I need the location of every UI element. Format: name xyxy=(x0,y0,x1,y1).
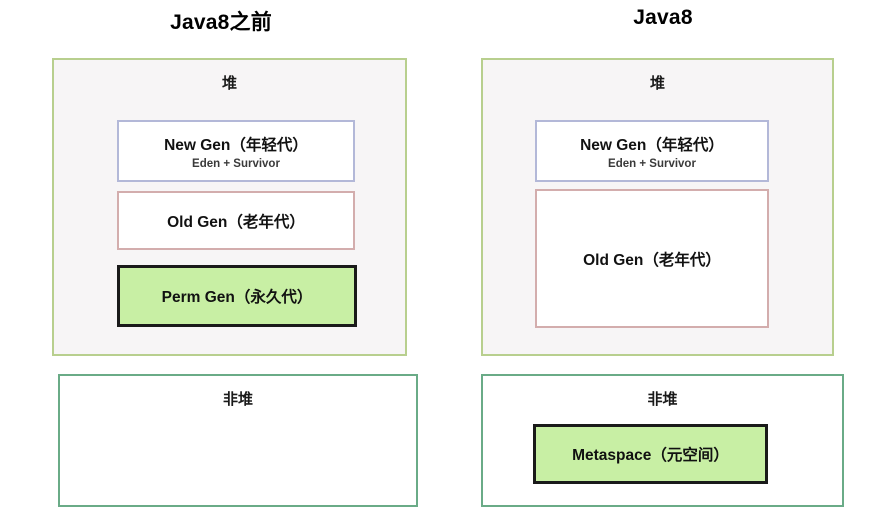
heap-label: 堆 xyxy=(649,75,665,92)
perm-gen-title: Perm Gen（永久代） xyxy=(161,289,313,306)
new-gen-title: New Gen（年轻代） xyxy=(164,136,308,154)
nonheap-label: 非堆 xyxy=(647,391,678,408)
metaspace-title: Metaspace（元空间） xyxy=(572,447,729,464)
old-gen-title: Old Gen（老年代） xyxy=(583,251,721,269)
panel-before-java8: Java8之前 堆 New Gen（年轻代） Eden + Survivor O… xyxy=(52,11,418,507)
new-gen-subtitle: Eden + Survivor xyxy=(608,157,696,170)
new-gen-box-java8: New Gen（年轻代） Eden + Survivor xyxy=(535,120,769,182)
heap-label: 堆 xyxy=(221,75,237,92)
new-gen-box-before-java8: New Gen（年轻代） Eden + Survivor xyxy=(117,120,355,182)
metaspace-box-java8: Metaspace（元空间） xyxy=(533,424,768,484)
new-gen-subtitle: Eden + Survivor xyxy=(192,157,280,170)
panel-java8: Java8 堆 New Gen（年轻代） Eden + Survivor Old… xyxy=(442,0,884,521)
old-gen-box-before-java8: Old Gen（老年代） xyxy=(117,191,355,250)
heap-container-before-java8: 堆 New Gen（年轻代） Eden + Survivor Old Gen（老… xyxy=(52,58,407,356)
panel-title-java8: Java8 xyxy=(633,6,693,29)
panel-title-before-java8: Java8之前 xyxy=(170,11,272,34)
heap-container-java8: 堆 New Gen（年轻代） Eden + Survivor Old Gen（老… xyxy=(481,58,834,356)
nonheap-container-java8: 非堆 Metaspace（元空间） xyxy=(481,374,844,507)
perm-gen-box-before-java8: Perm Gen（永久代） xyxy=(117,265,357,327)
old-gen-title: Old Gen（老年代） xyxy=(167,213,305,231)
new-gen-title: New Gen（年轻代） xyxy=(580,136,724,154)
nonheap-container-before-java8: 非堆 xyxy=(58,374,418,507)
nonheap-label: 非堆 xyxy=(222,391,253,408)
old-gen-box-java8: Old Gen（老年代） xyxy=(535,189,769,328)
